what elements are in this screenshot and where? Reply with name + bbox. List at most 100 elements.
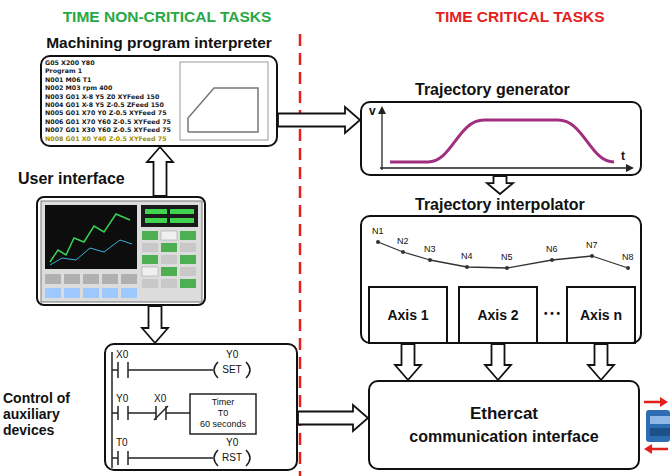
hollow-arrow (588, 344, 614, 380)
timer-label: Timer (212, 397, 235, 407)
timer-label: 60 seconds (200, 419, 246, 429)
node-heading: Control of auxiliary devices (3, 390, 101, 438)
ladder-diagram (117, 362, 119, 378)
node-text: Ethercat (470, 404, 538, 424)
process-box: Control of auxiliary devices (3, 343, 298, 472)
node-frame (104, 343, 298, 471)
cnc-screen (161, 255, 177, 264)
node-frame (36, 196, 206, 306)
code-line: N003 G01 X-8 Y5 Z0 XYFeed 150 (45, 93, 159, 100)
ladder-diagram (154, 406, 168, 420)
cnc-screen (121, 274, 137, 284)
point-label: N6 (546, 244, 558, 254)
cnc-screen (161, 231, 177, 240)
hollow-arrow (298, 405, 368, 431)
signal-name: Y0 (226, 349, 238, 361)
ethernet-cable (644, 397, 670, 454)
process-box: User interface (16, 168, 208, 307)
ladder-diagram (112, 457, 118, 459)
velocity-profile (626, 164, 634, 172)
toolpath-sketch (180, 62, 268, 140)
node-frame (360, 215, 642, 344)
cnc-screen (41, 201, 202, 302)
cnc-screen (145, 218, 167, 223)
axis-box: Axis 1 (368, 286, 448, 344)
cnc-screen (50, 214, 130, 262)
divider-line (299, 34, 302, 476)
point-label: N3 (424, 244, 436, 254)
ethernet-cable (644, 401, 662, 404)
cnc-screen (141, 205, 198, 227)
cnc-screen (102, 274, 118, 284)
code-line: N001 M06 T1 (45, 76, 92, 83)
ethernet-cable (646, 410, 670, 442)
axis-label: v (369, 105, 376, 119)
cnc-screen (142, 279, 158, 288)
velocity-profile (378, 106, 386, 114)
code-line: N008 G01 X0 Y40 Z-0.5 XYFeed 75 (45, 135, 167, 142)
ladder-diagram (112, 412, 118, 414)
ladder-diagram (112, 352, 256, 468)
ladder-diagram (214, 450, 218, 466)
cnc-screen (142, 267, 158, 276)
cnc-screen (64, 274, 80, 284)
ladder-diagram (190, 394, 256, 434)
cnc-screen (142, 255, 158, 264)
axis-label: t (621, 150, 625, 164)
cnc-screen (145, 209, 167, 214)
toolpath-sketch (188, 88, 258, 132)
section-title: TIME CRITICAL TASKS (435, 8, 604, 26)
cnc-screen (45, 288, 61, 298)
cnc-screen (50, 240, 132, 265)
cnc-screen (41, 201, 202, 302)
axis-box: Axis 2 (458, 286, 538, 344)
velocity-profile (381, 112, 382, 170)
ethernet-cable (660, 397, 668, 407)
hollow-arrow (147, 147, 173, 196)
cnc-screen (180, 243, 196, 252)
cnc-screen (170, 218, 194, 223)
code-line: N005 G01 X70 Y0 Z-0.5 XYFeed 75 (45, 109, 167, 116)
coil-label: SET (222, 364, 241, 376)
hollow-arrow (487, 176, 513, 194)
interpolation-path (376, 240, 630, 270)
ladder-diagram (246, 362, 250, 378)
point-label: N7 (586, 240, 598, 250)
interpolation-path (376, 240, 380, 244)
ethernet-cable (650, 428, 670, 436)
point-label: N1 (372, 226, 384, 236)
ethernet-cable (651, 448, 668, 451)
cnc-screen (170, 209, 194, 214)
ellipsis: • • • (544, 308, 560, 320)
node-text: Axis n (580, 307, 622, 323)
code-line: N004 G01 X-8 Y5 Z-0.5 ZFeed 150 (45, 101, 164, 108)
process-box: Trajectory interpolatorAxis 1Axis 2Axis … (360, 194, 642, 344)
point-label: N5 (501, 252, 513, 262)
node-heading: Trajectory generator (415, 81, 639, 99)
velocity-profile (390, 120, 614, 162)
ethernet-cable (644, 444, 652, 454)
signal-name: Y0 (116, 393, 128, 405)
node-text: Axis 1 (387, 307, 428, 323)
node-heading: Machining program interpreter (38, 34, 280, 52)
ladder-diagram (128, 412, 156, 414)
cnc-screen (45, 274, 61, 284)
node-frame (360, 101, 642, 176)
cnc-screen (161, 267, 177, 276)
signal-name: X0 (154, 393, 166, 405)
cnc-screen (161, 279, 177, 288)
timer-label: T0 (218, 408, 229, 418)
ladder-diagram (128, 369, 213, 371)
point-label: N8 (622, 252, 634, 262)
ethernet-cable (650, 416, 670, 424)
toolpath-sketch (180, 62, 268, 140)
signal-name: T0 (116, 437, 128, 449)
cnc-screen (45, 205, 137, 269)
ladder-diagram (112, 369, 118, 371)
cnc-screen (161, 243, 177, 252)
cnc-screen (180, 255, 196, 264)
signal-name: Y0 (226, 437, 238, 449)
